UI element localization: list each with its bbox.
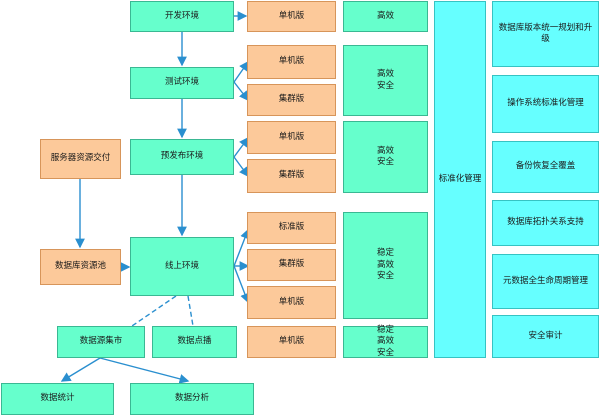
arrow-preprod-to-cluster	[233, 156, 249, 178]
standardization-box: 标准化管理	[434, 1, 486, 358]
mode-prod-cluster: 集群版	[247, 249, 336, 281]
db-pool-box: 数据库资源池	[40, 249, 121, 285]
link-prod-to-probe	[187, 295, 194, 327]
standard-topology-support: 数据库拓扑关系支持	[492, 200, 599, 246]
data-analysis-box: 数据分析	[130, 383, 254, 415]
arrow-test-to-standalone	[233, 60, 249, 83]
mode-preprod-standalone: 单机版	[247, 121, 336, 154]
arrow-mart-to-stats	[60, 357, 101, 382]
standard-os-management: 操作系统标准化管理	[492, 75, 599, 133]
traits-dev: 高效	[343, 1, 428, 32]
traits-prod: 稳定高效安全	[343, 212, 428, 319]
data-mart-box: 数据源集市	[57, 326, 145, 358]
mode-dev-standalone: 单机版	[247, 1, 336, 32]
env-prod: 线上环境	[130, 237, 234, 296]
server-delivery-box: 服务器资源交付	[40, 139, 121, 179]
arrow-mart-to-analysis	[99, 357, 190, 384]
arrow-prod-to-standard	[233, 228, 250, 267]
mode-test-standalone: 单机版	[247, 45, 336, 79]
env-dev: 开发环境	[130, 1, 234, 32]
mode-prod-standard: 标准版	[247, 212, 336, 244]
standard-version-planning: 数据库版本统一规划和升级	[492, 1, 599, 67]
standard-metadata-lifecycle: 元数据全生命周期管理	[492, 254, 599, 309]
mode-bottom-standalone: 单机版	[247, 326, 336, 358]
data-probe-box: 数据点播	[152, 326, 237, 358]
standard-backup-recovery: 备份恢复全覆盖	[492, 141, 599, 193]
env-preprod: 预发布环境	[130, 139, 234, 175]
mode-preprod-cluster: 集群版	[247, 159, 336, 193]
data-stats-box: 数据统计	[1, 383, 114, 415]
standard-security-audit: 安全审计	[492, 315, 599, 358]
env-test: 测试环境	[130, 67, 234, 99]
mode-test-cluster: 集群版	[247, 84, 336, 116]
arrow-prod-to-standalone	[233, 265, 250, 304]
traits-preprod: 高效安全	[343, 121, 428, 193]
traits-test: 高效安全	[343, 45, 428, 116]
mode-prod-standalone: 单机版	[247, 286, 336, 319]
arrow-preprod-to-standalone	[233, 136, 249, 158]
link-prod-to-mart	[131, 295, 177, 327]
arrow-test-to-cluster	[233, 81, 249, 102]
traits-bottom: 稳定高效安全	[343, 325, 428, 358]
